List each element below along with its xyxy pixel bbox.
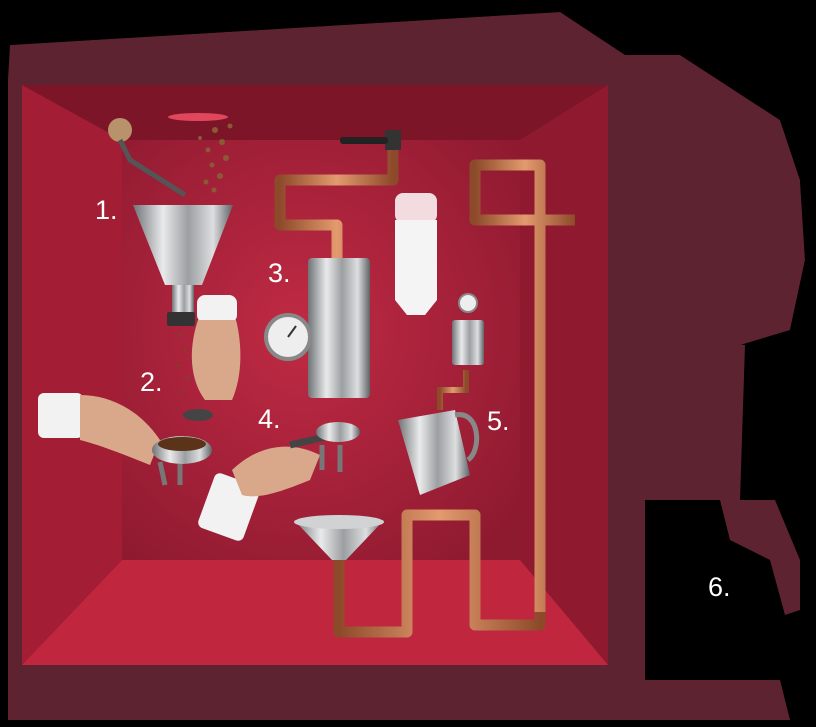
crank-knob — [108, 118, 132, 142]
box-floor — [22, 560, 608, 665]
step-label-grinder: 1. — [95, 195, 118, 225]
water-bottle — [395, 220, 437, 315]
bottle-cap — [395, 193, 437, 223]
bean-hole — [168, 113, 228, 121]
tamper — [183, 409, 213, 421]
step-label-portafilter: 4. — [258, 404, 281, 434]
valve-lever — [340, 137, 388, 144]
step-label-tamping: 2. — [140, 367, 163, 397]
upper-hand — [192, 295, 241, 400]
step-label-machine: 6. — [708, 572, 731, 602]
step-label-boiler: 3. — [268, 258, 291, 288]
boiler — [308, 258, 370, 398]
step-label-milk-steam: 5. — [487, 406, 510, 436]
